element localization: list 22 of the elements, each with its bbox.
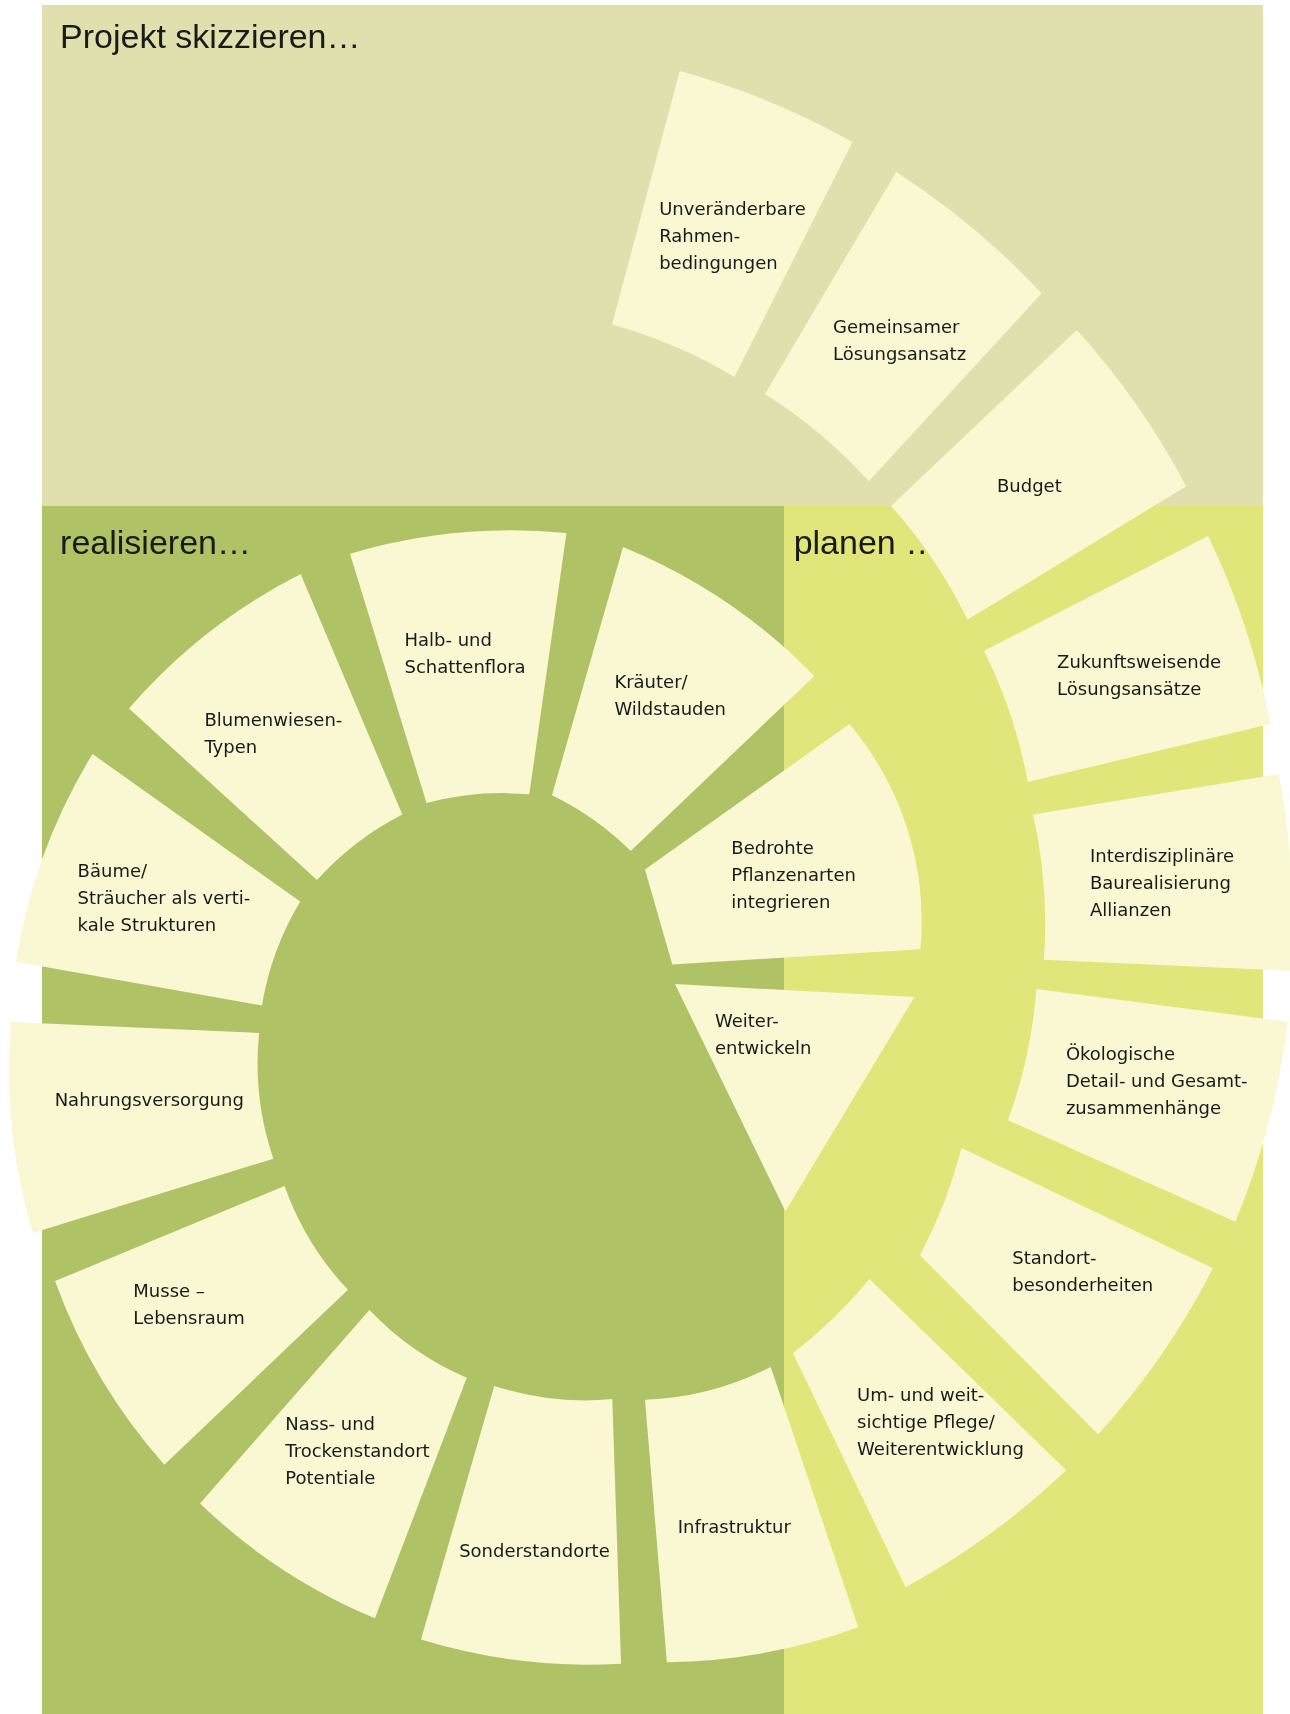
segment-label: Ökologische Detail- und Gesamt- zusammenhänge (1065, 1041, 1248, 1120)
segment-label: Weiter- entwickeln (714, 1008, 812, 1060)
segment-label: Infrastruktur (677, 1515, 791, 1539)
segment-label: Gemeinsamer Lösungsansatz (833, 314, 967, 366)
segment-label: Nass- und Trockenstandort Potentiale (285, 1412, 430, 1491)
segment-label: Kräuter/ Wildstauden (614, 669, 726, 721)
segment-label: Um- und weit- sichtige Pflege/ Weiterentwicklung (857, 1382, 1024, 1461)
segment-label: Musse – Lebensraum (133, 1278, 245, 1330)
segment-label: Interdisziplinäre Baurealisierung Allianzen (1089, 843, 1235, 922)
segment-label: Zukunftsweisende Lösungsansätze (1057, 650, 1222, 702)
segment-label: Standort- besonderheiten (1012, 1246, 1154, 1298)
segment-label: Sonderstandorte (459, 1539, 610, 1564)
panel-heading: Projekt skizzieren… (60, 17, 361, 57)
segment-label: Budget (997, 474, 1062, 499)
panel-heading: realisieren… (60, 522, 251, 562)
segment-label: Halb- und Schattenflora (404, 628, 526, 680)
segment-label: Nahrungsversorgung (54, 1087, 244, 1112)
segment-label: Bäume/ Sträucher als verti- kale Strukturen (77, 859, 251, 938)
segment-label: Blumenwiesen- Typen (204, 708, 343, 760)
segment-label: Unveränderbare Rahmen- bedingungen (659, 196, 806, 275)
segment-label: Bedrohte Pflanzenarten integrieren (731, 836, 856, 915)
panel (41, 5, 1263, 507)
